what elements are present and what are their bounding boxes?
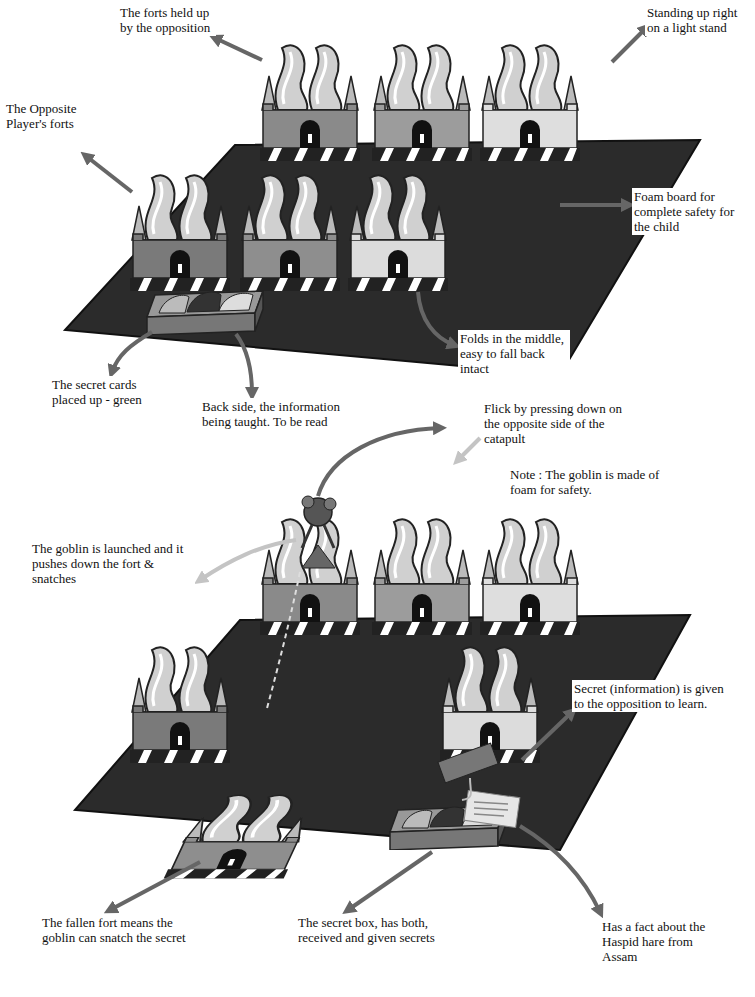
- callout-label: Flick by pressing down on the opposite s…: [482, 400, 632, 447]
- callout-label: Note : The goblin is made of foam for sa…: [508, 466, 686, 498]
- callout-label: Folds in the middle, easy to fall back i…: [458, 330, 570, 377]
- callout-label: Has a fact about the Haspid hare from As…: [600, 918, 720, 965]
- callout-label: The secret box, has both, received and g…: [296, 914, 456, 946]
- callout-label: Foam board for complete safety for the c…: [632, 188, 750, 235]
- callout-label: The secret cards placed up - green: [50, 376, 170, 408]
- callout-label: The forts held up by the opposition: [118, 4, 216, 36]
- callout-label: The Opposite Player's forts: [4, 100, 86, 132]
- callout-label: The fallen fort means the goblin can sna…: [40, 914, 190, 946]
- callout-label: The goblin is launched and it pushes dow…: [30, 540, 195, 587]
- callout-label: Secret (information) is given to the opp…: [572, 680, 732, 712]
- callout-label: Standing up right on a light stand: [645, 4, 747, 36]
- callout-label: Back side, the information being taught.…: [200, 398, 372, 430]
